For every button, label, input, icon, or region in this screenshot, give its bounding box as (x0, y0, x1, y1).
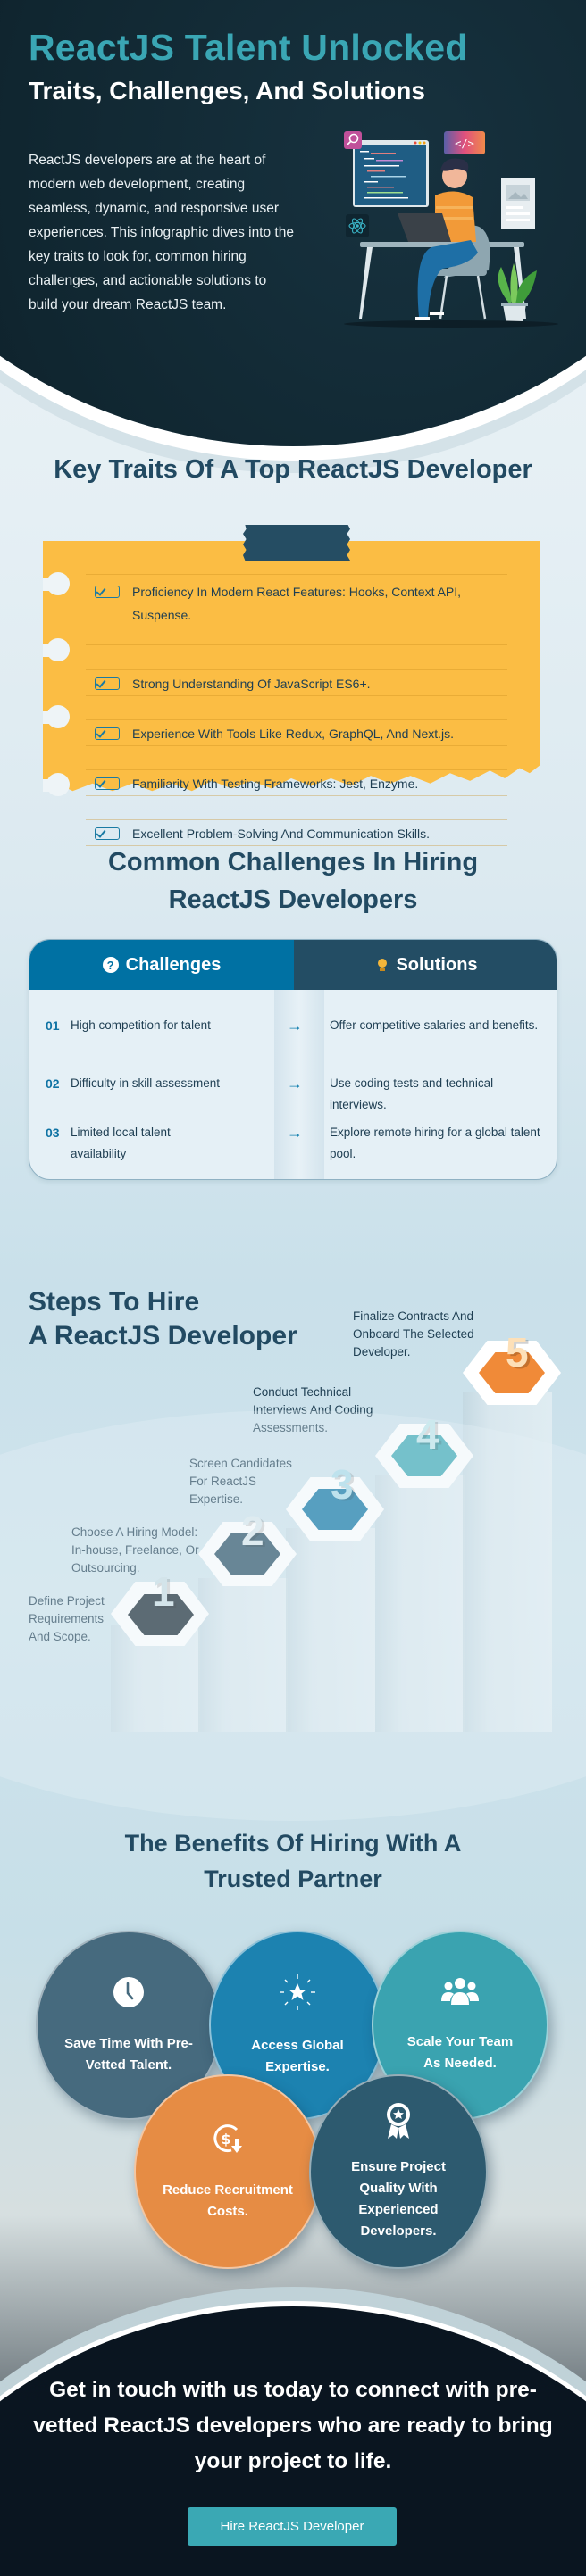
hero-title: ReactJS Talent Unlocked (29, 27, 468, 68)
benefit-label: Save Time With Pre-Vetted Talent. (64, 2036, 193, 2073)
developer-illustration: </> (335, 120, 558, 330)
hire-reactjs-developer-button[interactable]: Hire ReactJS Developer (188, 2507, 397, 2546)
trait-text: Proficiency In Modern React Features: Ho… (132, 585, 462, 622)
step-pillar (463, 1392, 552, 1732)
checkbox-checked-icon (95, 586, 120, 598)
tape-decoration (243, 525, 350, 561)
lightbulb-icon (374, 957, 390, 973)
benefit-reduce-costs: $ Reduce Recruitment Costs. (134, 2074, 322, 2269)
hero-background (0, 0, 586, 446)
solution-text: Explore remote hiring for a global talen… (330, 1126, 540, 1160)
challenges-header-label: Challenges (125, 954, 222, 975)
code-window-icon (353, 140, 429, 207)
challenge-text: Limited local talent availability (71, 1126, 171, 1160)
step-4-label: Conduct Technical Interviews And Coding … (253, 1385, 373, 1434)
traits-note-card (43, 541, 540, 792)
trait-item: Experience With Tools Like Redux, GraphQ… (86, 719, 507, 746)
benefits-title-line1: The Benefits Of Hiring With A (124, 1830, 462, 1857)
trait-text: Familiarity With Testing Frameworks: Jes… (132, 777, 419, 791)
steps-title-line2: A ReactJS Developer (29, 1321, 297, 1350)
image-document-icon (501, 178, 535, 229)
binder-hole (43, 637, 70, 664)
trait-item: Proficiency In Modern React Features: Ho… (86, 574, 507, 645)
step-3-label: Screen Candidates For ReactJS Expertise. (189, 1457, 292, 1506)
plant-icon (498, 263, 537, 324)
step-1-label: Define Project Requirements And Scope. (29, 1594, 105, 1643)
solutions-header-label: Solutions (396, 954, 478, 975)
steps-title: Steps To Hire A ReactJS Developer (29, 1285, 297, 1353)
arrow-right-icon: → (287, 1124, 303, 1142)
benefit-label: Scale Your Team As Needed. (406, 2034, 514, 2071)
hero-subtitle: Traits, Challenges, And Solutions (29, 77, 425, 104)
trait-item: Familiarity With Testing Frameworks: Jes… (86, 769, 507, 796)
step-pillar (286, 1528, 375, 1732)
hero-intro: ReactJS developers are at the heart of m… (29, 153, 294, 312)
star-burst-icon (278, 1973, 317, 2019)
solutions-header: Solutions (294, 940, 557, 990)
svg-text:$: $ (221, 2131, 230, 2148)
team-icon (440, 1976, 480, 2015)
row-number: 01 (46, 1018, 60, 1033)
row-number: 02 (46, 1076, 60, 1091)
challenges-title-line1: Common Challenges In Hiring (107, 848, 479, 877)
steps-title-line1: Steps To Hire (29, 1287, 200, 1317)
benefit-label: Ensure Project Quality With Experienced … (351, 2159, 446, 2239)
challenge-text: High competition for talent (71, 1018, 211, 1032)
step-2-label: Choose A Hiring Model: In-house, Freelan… (71, 1525, 199, 1575)
challenges-title-line2: ReactJS Developers (168, 885, 418, 914)
binder-hole (43, 571, 70, 598)
code-icon: </> (444, 131, 485, 154)
step-4-number: 4 (416, 1411, 440, 1458)
row-number: 03 (46, 1126, 60, 1140)
benefits-title-line2: Trusted Partner (204, 1866, 382, 1892)
svg-text:</>: </> (455, 137, 474, 150)
step-1-number: 1 (152, 1568, 175, 1615)
trait-item: Strong Understanding Of JavaScript ES6+. (86, 669, 507, 696)
search-icon (344, 131, 362, 149)
challenges-solutions-table: ? Challenges Solutions 01 High competiti… (29, 939, 557, 1180)
binder-hole (43, 704, 70, 731)
trait-text: Strong Understanding Of JavaScript ES6+. (132, 677, 371, 691)
solution-text: Use coding tests and technical interview… (330, 1076, 494, 1111)
arrow-right-icon: → (287, 1017, 303, 1035)
question-icon: ? (102, 957, 119, 973)
trait-item: Excellent Problem-Solving And Communicat… (86, 819, 507, 846)
step-3-number: 3 (331, 1461, 354, 1508)
step-pillar (375, 1475, 465, 1732)
award-ribbon-icon (382, 2101, 414, 2148)
checkbox-checked-icon (95, 827, 120, 840)
binder-hole (43, 772, 70, 799)
trait-text: Experience With Tools Like Redux, GraphQ… (132, 727, 455, 741)
step-5-label: Finalize Contracts And Onboard The Selec… (353, 1309, 474, 1359)
clock-icon (111, 1974, 146, 2017)
cta-text: Get in touch with us today to connect wi… (33, 2378, 553, 2473)
traits-title: Key Traits Of A Top ReactJS Developer (54, 455, 532, 484)
benefit-project-quality: Ensure Project Quality With Experienced … (309, 2074, 488, 2269)
benefit-label: Access Global Expertise. (251, 2038, 344, 2074)
dollar-down-icon: $ (210, 2121, 246, 2164)
step-pillar (198, 1578, 288, 1732)
checkbox-checked-icon (95, 777, 120, 790)
react-logo-icon (346, 214, 369, 237)
challenge-text: Difficulty in skill assessment (71, 1076, 221, 1090)
checkbox-checked-icon (95, 727, 120, 740)
column-divider (274, 990, 324, 1179)
step-5-number: 5 (506, 1329, 529, 1375)
solution-text: Offer competitive salaries and benefits. (330, 1018, 539, 1032)
checkbox-checked-icon (95, 677, 120, 690)
arrow-right-icon: → (287, 1075, 303, 1093)
challenges-header: ? Challenges (29, 940, 294, 990)
step-2-number: 2 (241, 1508, 264, 1554)
trait-text: Excellent Problem-Solving And Communicat… (132, 827, 431, 841)
hero-section: ReactJS Talent Unlocked Traits, Challeng… (0, 0, 586, 446)
benefit-label: Reduce Recruitment Costs. (163, 2182, 293, 2219)
